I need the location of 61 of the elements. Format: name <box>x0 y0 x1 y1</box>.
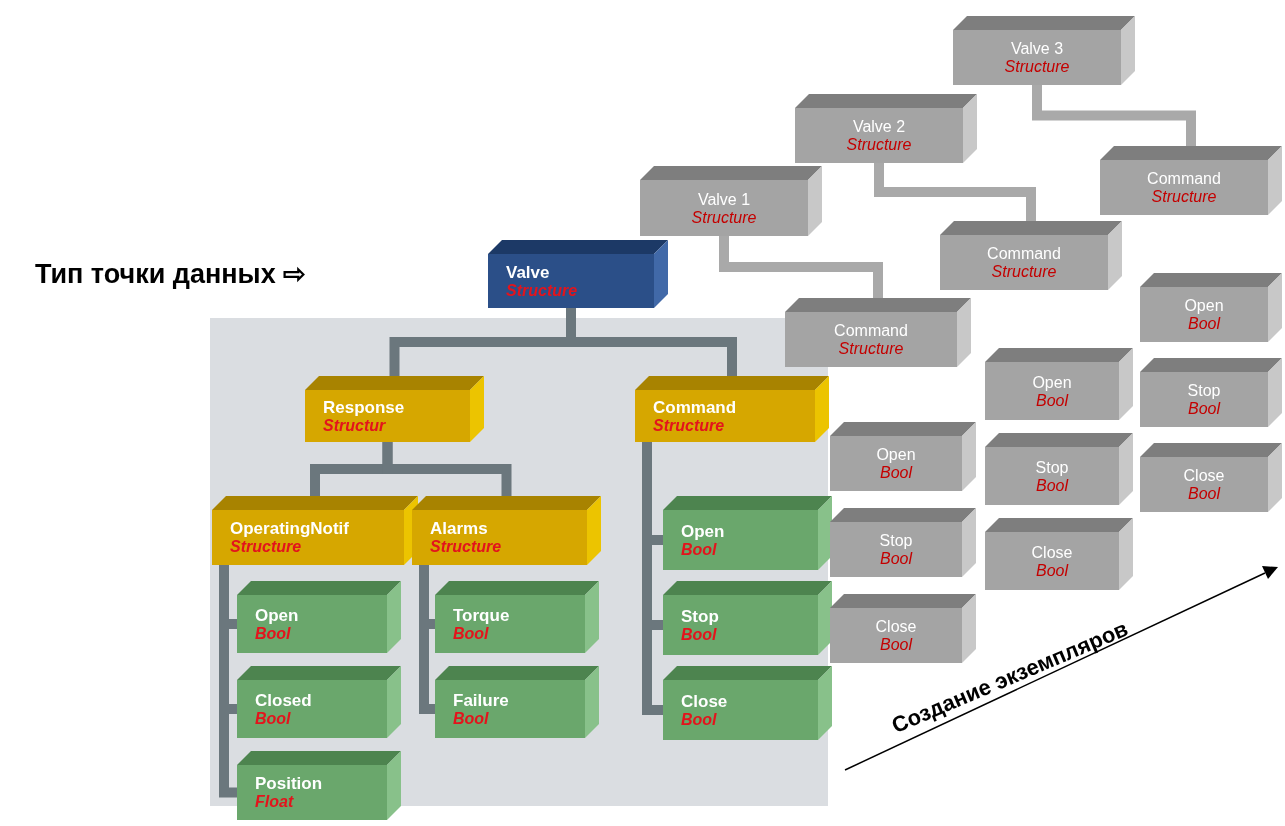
type-label: Structure <box>1004 58 1070 76</box>
type-label: Structure <box>230 538 302 556</box>
connector-bar <box>719 236 883 298</box>
type-label: Bool <box>1188 315 1220 333</box>
type-label: Bool <box>1188 485 1220 503</box>
type-label: Bool <box>880 550 912 568</box>
node-title: Open <box>1184 296 1224 315</box>
node-title: Close <box>875 617 917 636</box>
type-label: Bool <box>1188 400 1220 418</box>
connector-bar <box>1032 85 1196 146</box>
node-title: Open <box>876 445 916 464</box>
node-title: Valve 1 <box>697 189 751 209</box>
type-label: Bool <box>681 540 717 559</box>
type-label: Structure <box>653 416 725 435</box>
type-label: Structure <box>846 136 912 154</box>
type-label: Bool <box>681 625 717 644</box>
type-label: Structure <box>991 263 1057 281</box>
connector-bar <box>382 442 512 496</box>
node-title: Command <box>987 244 1061 263</box>
node-title: Stop <box>681 606 719 626</box>
node-title: Open <box>1032 372 1072 392</box>
node-title: Closed <box>255 690 312 710</box>
node-title: Position <box>255 774 323 793</box>
node-title: Stop <box>879 531 913 550</box>
type-label: Structure <box>691 208 757 227</box>
type-label: Bool <box>880 464 912 482</box>
node-title: Torque <box>453 605 510 625</box>
node-title: Valve 2 <box>852 117 906 136</box>
type-label: Bool <box>1036 391 1068 410</box>
node-title: Command <box>1147 169 1221 188</box>
type-label: Bool <box>880 636 912 654</box>
node-title: Response <box>323 397 405 417</box>
node-title: Valve 3 <box>1010 39 1064 58</box>
node-title: Open <box>255 605 299 625</box>
type-label: Structure <box>506 281 578 300</box>
type-label: Structure <box>838 340 904 358</box>
node-title: Stop <box>1035 457 1069 477</box>
type-label: Bool <box>1036 476 1068 495</box>
node-title: Open <box>681 521 725 541</box>
type-label: Bool <box>255 624 291 643</box>
type-label: Bool <box>453 624 489 643</box>
node-title: Alarms <box>430 519 488 538</box>
type-label: Structure <box>1151 188 1217 206</box>
type-label: Bool <box>453 709 489 728</box>
connector-bar <box>874 163 1036 221</box>
type-label: Bool <box>1036 561 1068 580</box>
node-title: Close <box>681 691 728 711</box>
type-label: Structure <box>430 538 502 556</box>
type-label: Structur <box>323 416 386 435</box>
type-label: Bool <box>681 710 717 729</box>
node-title: Close <box>1031 542 1073 562</box>
node-title: Close <box>1183 466 1225 485</box>
node-title: OperatingNotif <box>230 519 349 538</box>
type-label: Bool <box>255 709 291 728</box>
type-label: Float <box>255 793 294 811</box>
data-point-type-label: Тип точки данных ⇨ <box>35 258 307 290</box>
node-title: Command <box>834 321 908 340</box>
node-title: Failure <box>453 690 509 710</box>
node-title: Valve <box>506 262 550 282</box>
node-title: Stop <box>1187 381 1221 400</box>
node-title: Command <box>653 397 737 417</box>
